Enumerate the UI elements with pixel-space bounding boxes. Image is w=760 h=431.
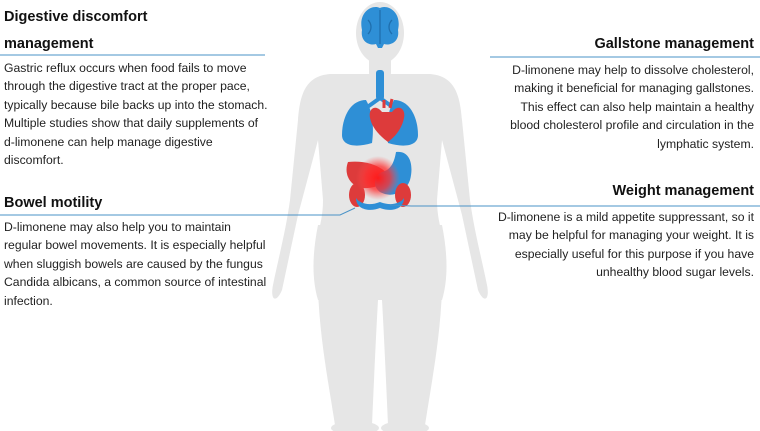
heart-icon [369, 98, 405, 142]
bowel-heading: Bowel motility [4, 195, 103, 211]
brain-icon [361, 6, 399, 49]
weight-text: D-limonene is a mild appetite suppressan… [497, 210, 754, 280]
weight-heading: Weight management [612, 183, 754, 199]
digestive-heading-line2: management [4, 36, 94, 52]
gallstone-heading: Gallstone management [594, 36, 754, 52]
digestive-text: Gastric reflux occurs when food fails to… [4, 61, 268, 168]
bowel-text: D-limonene may also help you to maintain… [4, 220, 267, 308]
digestive-heading-line1: Digestive discomfort [4, 9, 148, 25]
human-silhouette [272, 2, 488, 431]
connector-lines [0, 54, 760, 216]
highlight-glow [356, 156, 400, 200]
intestines-icon [356, 198, 404, 210]
gallstone-text: D-limonene may help to dissolve choleste… [510, 63, 754, 151]
